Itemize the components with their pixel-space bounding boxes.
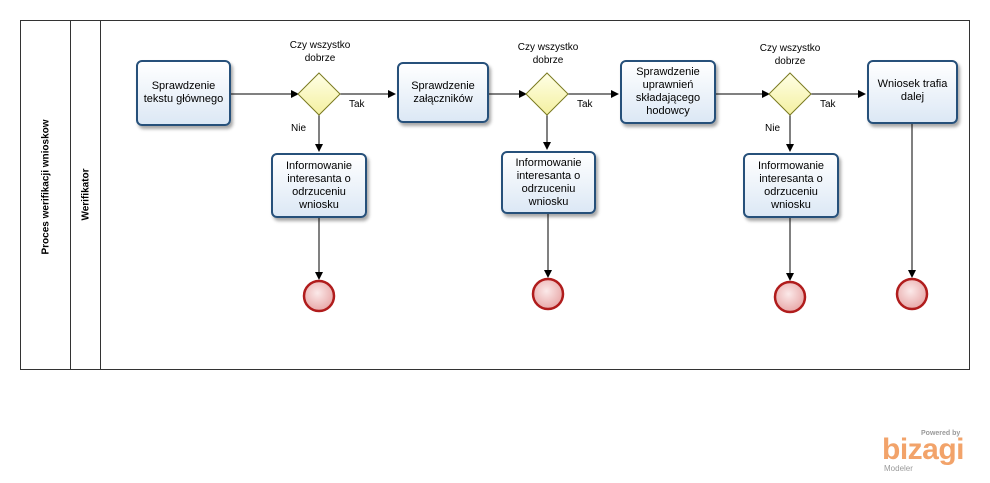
lane-title: Werifikator [80,168,92,221]
end-event-4[interactable] [895,277,929,311]
task-reject-notice-3[interactable]: Informowanie interesanta o odrzuceniu wn… [743,153,839,218]
flow-label-no-1: Nie [291,123,307,134]
bizagi-logo: bizagi [882,433,965,466]
gateway-3[interactable] [768,72,812,116]
gateway-2-label: Czy wszystko dobrze [517,42,579,66]
task-reject-notice-1[interactable]: Informowanie interesanta o odrzuceniu wn… [271,153,367,218]
end-event-1[interactable] [302,279,336,313]
task-label: Wniosek trafia dalej [877,78,948,103]
task-application-forwarded[interactable]: Wniosek trafia dalej [867,60,958,124]
gateway-1-label: Czy wszystko dobrze [289,40,351,64]
gateway-2[interactable] [525,72,569,116]
task-label: Informowanie interesanta o odrzuceniu wn… [515,156,582,208]
powered-by-text: Powered by [921,430,961,437]
task-label: Sprawdzenie załączników [411,79,475,105]
end-event-3[interactable] [773,280,807,314]
flow-label-no-3: Nie [765,123,781,134]
task-label: Sprawdzenie tekstu głównego [143,80,224,105]
end-event-2[interactable] [531,277,565,311]
task-label: Sprawdzenie uprawnień składającego hodow… [635,66,701,117]
lane-header [71,20,101,370]
pool-frame [20,20,970,370]
gateway-1[interactable] [297,72,341,116]
gateway-3-label: Czy wszystko dobrze [759,43,821,67]
task-check-main-text[interactable]: Sprawdzenie tekstu głównego [136,60,231,126]
task-label: Informowanie interesanta o odrzuceniu wn… [757,159,825,211]
flow-label-yes-2: Tak [577,99,593,110]
task-check-attachments[interactable]: Sprawdzenie załączników [397,62,489,123]
pool-title: Proces werifikacji wnioskow [40,119,52,255]
pool-header [20,20,71,370]
task-label: Informowanie interesanta o odrzuceniu wn… [285,159,353,211]
modeler-text: Modeler [884,464,913,473]
task-reject-notice-2[interactable]: Informowanie interesanta o odrzuceniu wn… [501,151,596,214]
flow-label-yes-1: Tak [349,99,365,110]
task-check-breeder-rights[interactable]: Sprawdzenie uprawnień składającego hodow… [620,60,716,124]
flow-label-yes-3: Tak [820,99,836,110]
